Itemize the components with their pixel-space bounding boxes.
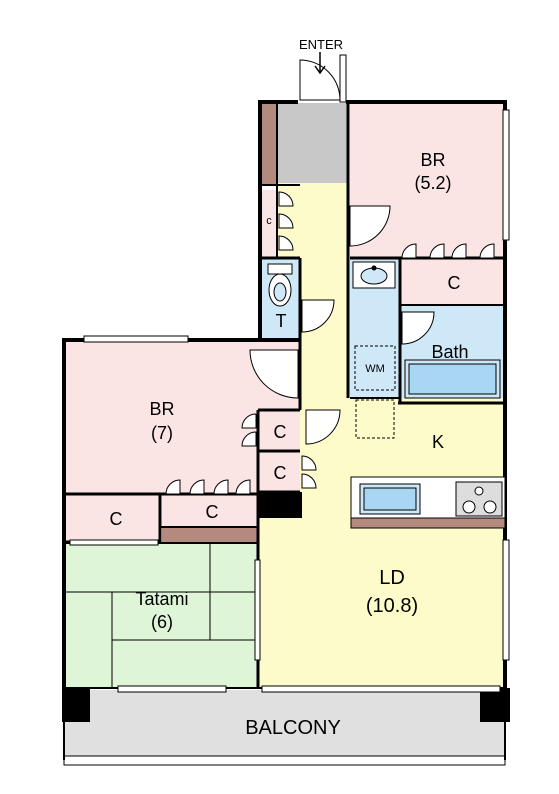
doors xyxy=(165,54,495,495)
br-west-closet-left-floor xyxy=(64,495,160,541)
balcony-name: BALCONY xyxy=(245,717,341,739)
br-west-closet-right-floor xyxy=(162,495,258,527)
balcony-floor xyxy=(64,690,505,758)
ld-size: (10.8) xyxy=(366,595,418,617)
bath-name: Bath xyxy=(431,342,468,362)
fridge-space xyxy=(355,399,395,439)
closet-cell-2-label: C xyxy=(274,463,287,483)
pillar-brown-west xyxy=(162,527,258,543)
br-west-name: BR xyxy=(149,399,174,419)
balcony-rail xyxy=(63,755,506,766)
br-north-size: (5.2) xyxy=(414,173,451,193)
tatami-mat-lines xyxy=(64,543,258,688)
wash-basin xyxy=(352,261,396,289)
closet-br-west-right-label: C xyxy=(206,502,219,522)
closet-hall-small xyxy=(261,190,277,258)
br-north-closet xyxy=(400,258,505,305)
closet-br-north-label: C xyxy=(448,273,461,293)
closet-hall-small-label: c xyxy=(266,215,272,227)
entrance-label: ENTER xyxy=(299,37,343,52)
closet-br-west-left-label: C xyxy=(110,509,123,529)
toilet-fixture xyxy=(267,263,293,307)
pillar-black-sw xyxy=(62,688,90,722)
bathtub xyxy=(404,359,501,399)
windows xyxy=(83,109,510,693)
toilet-name: T xyxy=(276,311,287,331)
br-north-name: BR xyxy=(420,150,445,170)
kitchen-counter xyxy=(350,476,506,529)
br-west-size: (7) xyxy=(151,423,173,443)
pillar-brown-north xyxy=(261,103,277,185)
closet-cell-2-floor xyxy=(261,452,300,492)
closet-cell-1-floor xyxy=(261,410,300,450)
pillar-black-center xyxy=(258,492,302,518)
washing-machine-box xyxy=(354,345,396,391)
tatami-name: Tatami xyxy=(135,589,188,609)
tatami-floor xyxy=(64,543,258,688)
washer-name: WM xyxy=(365,363,385,375)
genkan-floor xyxy=(277,103,347,183)
tatami-size: (6) xyxy=(151,612,173,632)
kitchen-name: K xyxy=(432,432,444,452)
entrance-arrow-icon xyxy=(314,52,326,75)
closet-cell-1-label: C xyxy=(274,422,287,442)
ld-name: LD xyxy=(379,567,405,589)
tatami-sliding-doors xyxy=(69,539,261,661)
